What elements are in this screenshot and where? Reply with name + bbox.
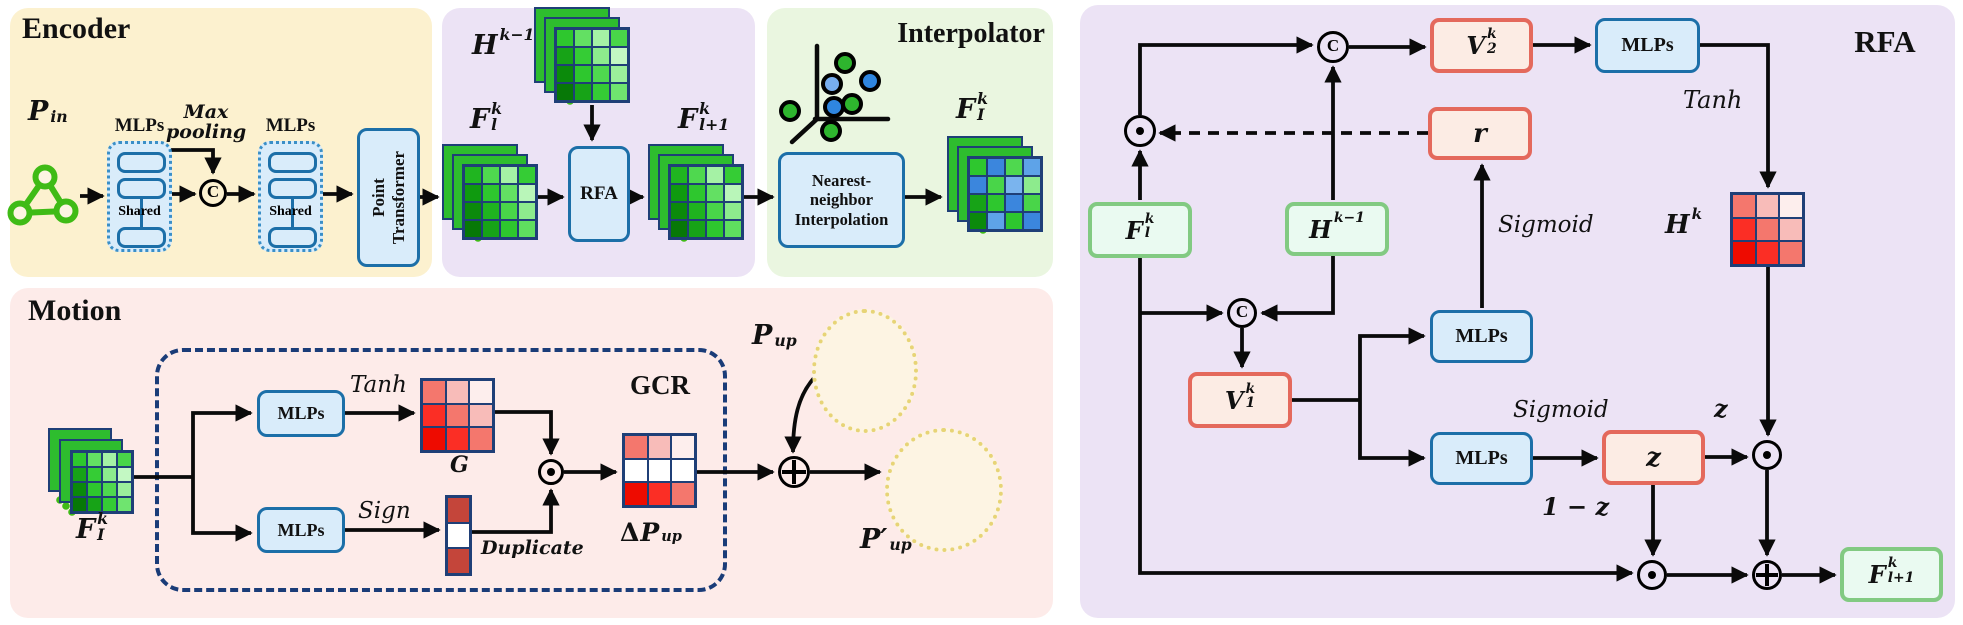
motion-mlps-sign-box: MLPs	[257, 507, 345, 553]
mlp-layer	[117, 152, 166, 173]
rfa-box: RFA	[568, 146, 630, 242]
gate-label: G	[450, 452, 469, 478]
dot-product-op	[538, 459, 564, 485]
tanh-label: Tanh	[350, 372, 407, 398]
mlps2-block: Shared	[258, 141, 323, 252]
feature-grid	[967, 156, 1043, 232]
rfa-tanh-label: Tanh	[1683, 86, 1743, 114]
h-prev-feature-stack	[534, 7, 630, 103]
z-small-label: z	[1714, 394, 1728, 423]
rfa-mlps-top-box: MLPs	[1595, 18, 1700, 73]
interpolator-title: Interpolator	[897, 18, 1045, 49]
z-gate-box: z	[1602, 430, 1705, 485]
sum-op	[1752, 560, 1782, 590]
rfa-mlps-r-box: MLPs	[1430, 310, 1533, 363]
nearest-neighbor-box: Nearest- neighbor Interpolation	[778, 152, 905, 248]
tanh-output-grid	[420, 378, 495, 453]
connector	[140, 199, 143, 228]
rfa-mlps-z-box: MLPs	[1430, 432, 1533, 485]
concat-op: C	[1227, 298, 1257, 328]
mlp-layer	[268, 178, 317, 199]
max-pooling-label: Max pooling	[166, 101, 247, 143]
feature-grid	[668, 164, 744, 240]
dot-product-op	[1124, 115, 1156, 147]
f-interp-feature-stack	[947, 136, 1043, 232]
f-l-feature-stack	[442, 144, 538, 240]
mlps1-block: Shared	[107, 141, 172, 252]
concat-op: C	[199, 179, 227, 207]
f-next-feature-stack	[648, 144, 744, 240]
sum-op	[778, 456, 810, 488]
motion-input-stack	[48, 428, 134, 514]
sigmoid-r-label: Sigmoid	[1498, 212, 1594, 238]
gcr-label: GCR	[630, 370, 690, 400]
one-minus-z-label: 1 − z	[1542, 492, 1610, 521]
mlp-layer	[268, 152, 317, 173]
mlps1-label: MLPs	[114, 115, 165, 136]
motion-title: Motion	[28, 294, 122, 327]
shared-label: Shared	[118, 204, 161, 219]
duplicate-label: Duplicate	[481, 537, 584, 559]
point-transformer-box: Point Transformer	[357, 128, 420, 267]
p-up-blob	[812, 309, 918, 433]
delta-p-grid	[622, 433, 697, 508]
sign-label: Sign	[358, 498, 411, 524]
feature-grid	[70, 450, 134, 514]
sign-gate-column	[445, 495, 472, 576]
encoder-title: Encoder	[22, 12, 131, 45]
motion-mlps-tanh-box: MLPs	[257, 390, 345, 437]
p-up-out-label: P′up	[860, 524, 912, 555]
gcr-dashed-container	[155, 348, 727, 592]
mlp-layer	[117, 178, 166, 199]
feature-grid	[462, 164, 538, 240]
mlp-layer	[117, 227, 166, 248]
concat-op: C	[1317, 31, 1349, 63]
connector	[291, 199, 294, 228]
rfa-title: RFA	[1854, 24, 1916, 59]
sigmoid-z-label: Sigmoid	[1513, 397, 1609, 423]
r-gate-box: r	[1428, 107, 1532, 160]
mlp-layer	[268, 227, 317, 248]
dot-product-op	[1752, 440, 1782, 470]
h-k-grid	[1730, 192, 1805, 267]
mlps2-label: MLPs	[265, 115, 316, 136]
shared-label: Shared	[269, 204, 312, 219]
feature-grid	[554, 27, 630, 103]
dot-product-op	[1637, 560, 1667, 590]
